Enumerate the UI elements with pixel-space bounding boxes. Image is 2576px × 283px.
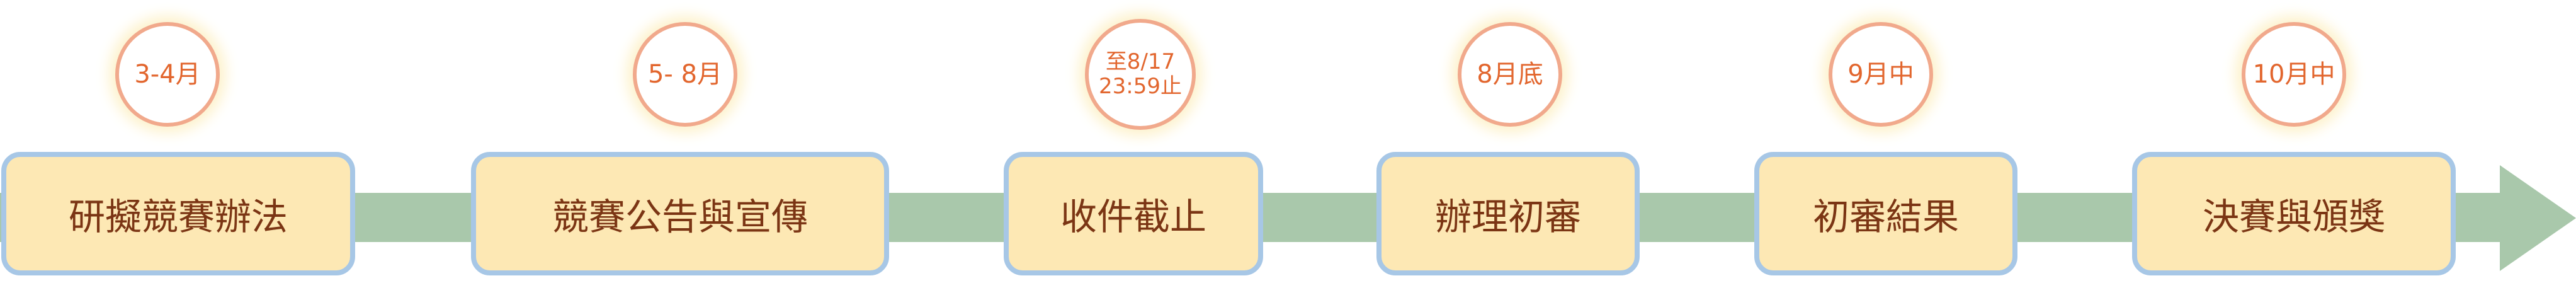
date-badge-4: 8月底 [1458,22,1562,127]
date-badge-2-text: 5- 8月 [647,60,723,89]
stage-box-1: 研擬競賽辦法 [1,152,355,275]
stage-label-4: 辦理初審 [1434,195,1581,238]
stage-box-5: 初審結果 [1754,152,2017,275]
stage-box-4: 辦理初審 [1376,152,1640,275]
stage-box-3: 收件截止 [1004,152,1263,275]
date-badge-6: 10月中 [2242,22,2346,127]
stage-box-2: 競賽公告與宣傳 [471,152,889,275]
date-badge-3-text: 至8/17 23:59止 [1099,49,1182,99]
stage-label-3: 收件截止 [1060,195,1206,238]
date-badge-5: 9月中 [1829,22,1933,127]
date-badge-1-text: 3-4月 [134,60,201,89]
date-badge-2: 5- 8月 [633,22,737,127]
date-badge-3: 至8/17 23:59止 [1085,19,1196,130]
stage-label-5: 初審結果 [1812,195,1959,238]
date-badge-4-text: 8月底 [1477,60,1543,89]
date-badge-1: 3-4月 [115,22,220,127]
date-badge-6-text: 10月中 [2252,60,2335,89]
stage-label-2: 競賽公告與宣傳 [552,195,808,238]
stage-label-1: 研擬競賽辦法 [68,195,288,238]
date-badge-5-text: 9月中 [1847,60,1914,89]
timeline-arrow-head [2500,165,2576,271]
stage-label-6: 決賽與頒獎 [2202,195,2385,238]
stage-box-6: 決賽與頒獎 [2132,152,2456,275]
